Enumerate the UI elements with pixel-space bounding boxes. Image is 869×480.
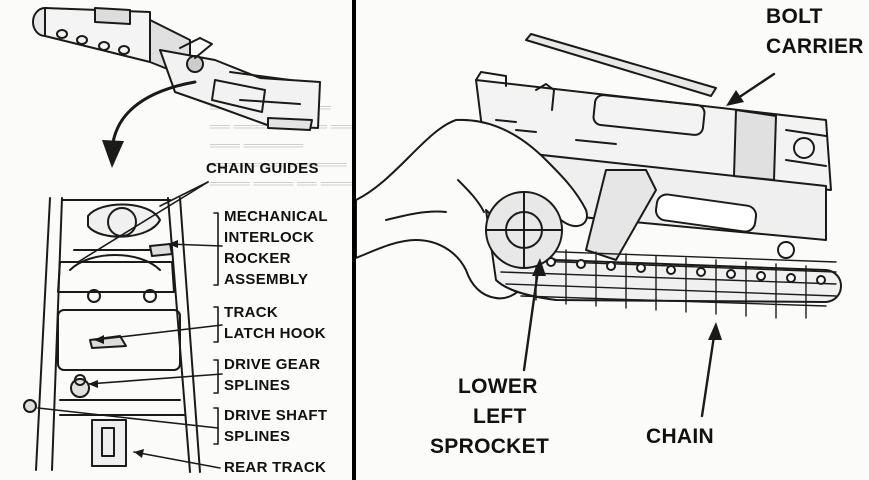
left-diagram-panel: ══ ═ ══════ ════ ════ ═════ ═══════ ════… bbox=[0, 0, 352, 480]
gun-receiver-drawing bbox=[32, 7, 321, 131]
label-gear-line2: SPLINES bbox=[224, 377, 291, 394]
label-shaft-line2: SPLINES bbox=[224, 428, 291, 445]
label-bolt-line1: BOLT bbox=[766, 5, 823, 28]
label-latch-line1: TRACK bbox=[224, 304, 278, 321]
label-chain-guides: CHAIN GUIDES bbox=[206, 160, 319, 177]
hand-drawing bbox=[356, 118, 588, 300]
label-interlock-line1: MECHANICAL bbox=[224, 208, 328, 225]
label-interlock-line3: ROCKER bbox=[224, 250, 291, 267]
label-sprocket-line3: SPROCKET bbox=[430, 435, 550, 458]
label-rear-track: REAR TRACK bbox=[224, 459, 327, 476]
right-diagram-panel: BOLT CARRIER LOWER LEFT SPROCKET CHAIN bbox=[356, 0, 869, 480]
label-sprocket-line1: LOWER bbox=[458, 375, 538, 398]
label-bolt-line2: CARRIER bbox=[766, 35, 864, 58]
label-shaft-line1: DRIVE SHAFT bbox=[224, 407, 328, 424]
label-interlock-line4: ASSEMBLY bbox=[224, 271, 309, 288]
label-latch-line2: LATCH HOOK bbox=[224, 325, 326, 342]
label-chain: CHAIN bbox=[646, 425, 714, 448]
label-interlock-line2: INTERLOCK bbox=[224, 229, 315, 246]
panel-divider bbox=[352, 0, 356, 480]
label-gear-line1: DRIVE GEAR bbox=[224, 356, 321, 373]
bolt-carrier-illustration bbox=[356, 33, 842, 418]
label-sprocket-line2: LEFT bbox=[473, 405, 527, 428]
right-leader-lines bbox=[522, 72, 776, 418]
receiver-drawing bbox=[475, 33, 832, 261]
feeder-cover-illustration bbox=[23, 7, 321, 473]
chain-drawing bbox=[485, 191, 842, 319]
feed-tray-drawing bbox=[23, 197, 201, 473]
